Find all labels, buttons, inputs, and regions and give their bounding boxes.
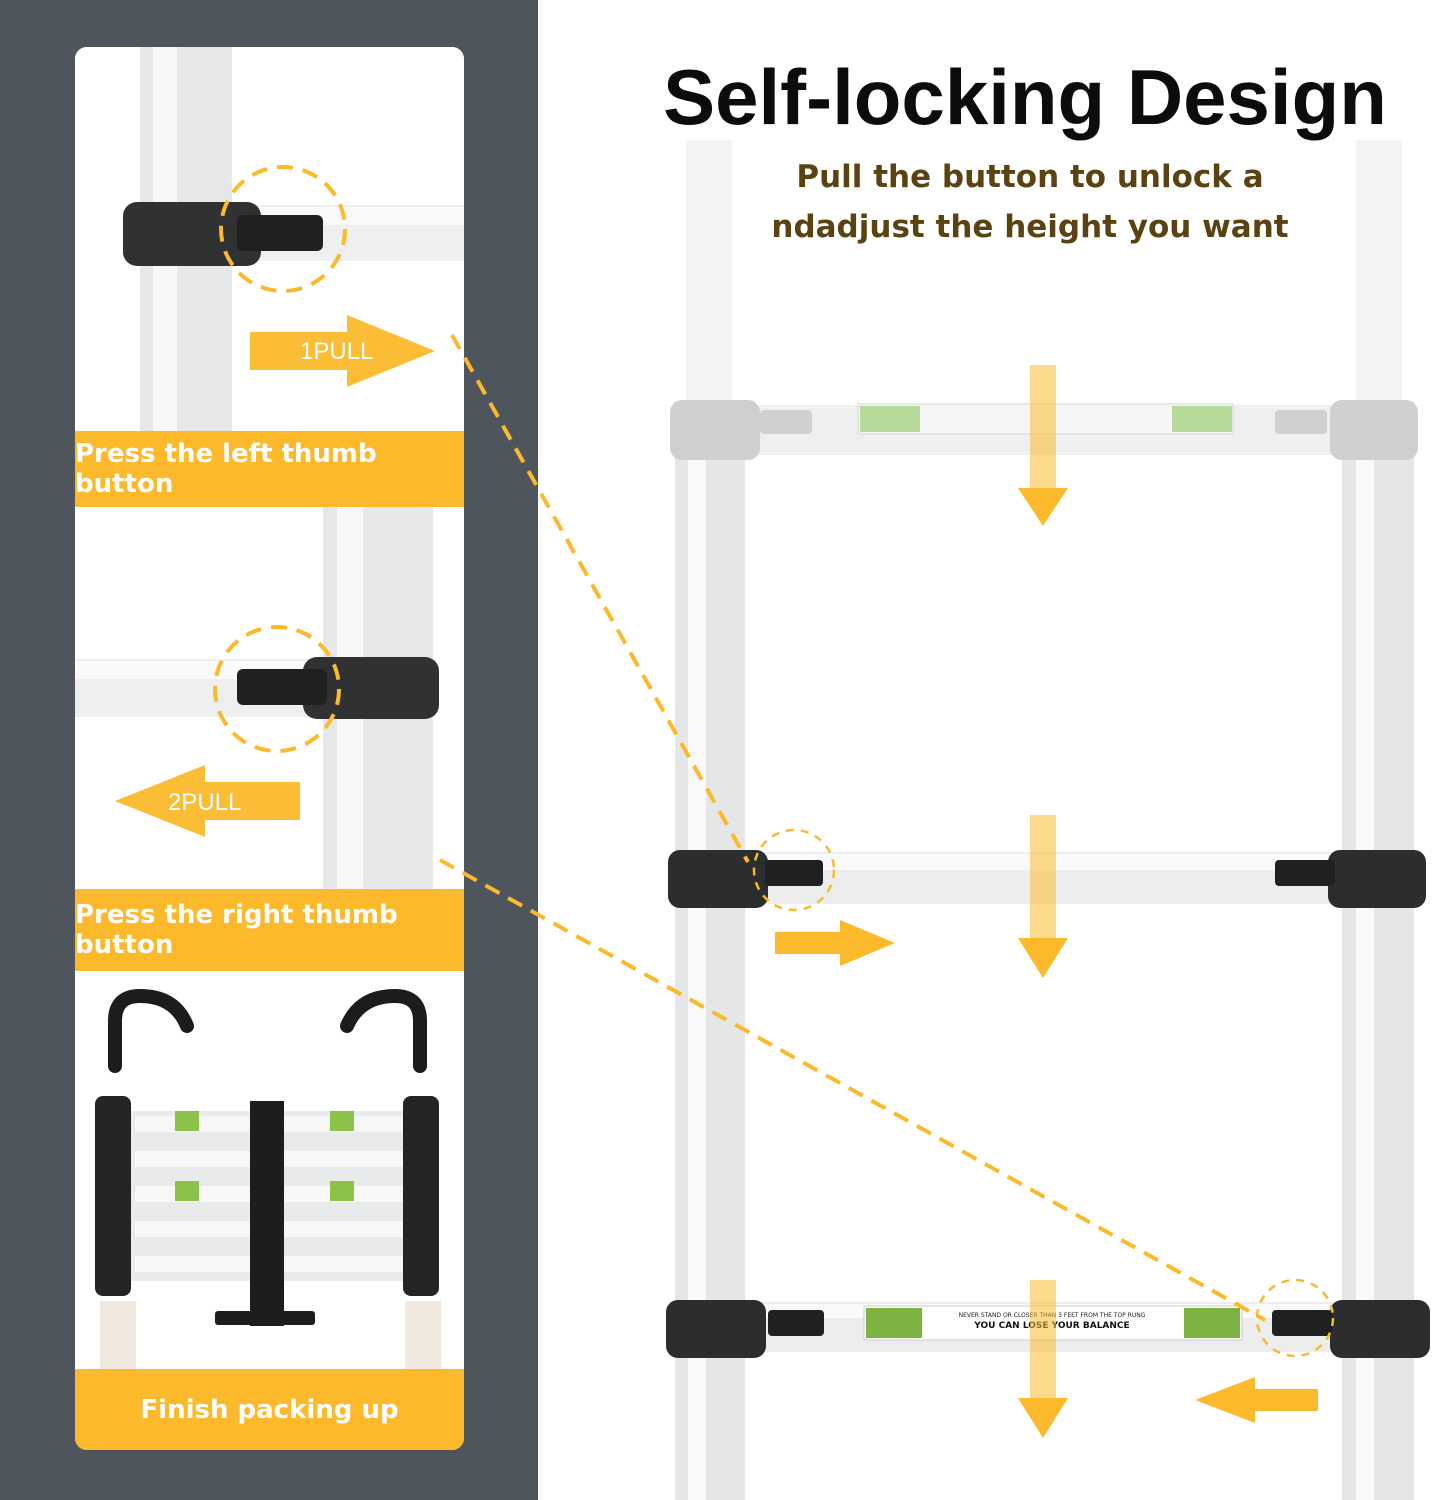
highlight-circle	[752, 828, 836, 912]
pull-arrow-right	[775, 920, 895, 966]
highlight-circle	[219, 165, 347, 293]
thumb-lock-collar-right	[1328, 850, 1426, 908]
pull-label-2: 2PULL	[168, 789, 242, 816]
highlight-circle	[213, 625, 341, 753]
down-arrow-middle	[1018, 815, 1068, 978]
thumb-button	[237, 215, 323, 251]
page-title: Self-locking Design	[663, 53, 1387, 141]
pull-arrow-right	[250, 315, 435, 387]
pull-arrow-left	[1195, 1377, 1318, 1423]
thumb-lock-collar	[123, 202, 261, 266]
thumb-button	[765, 860, 823, 886]
hook-left	[108, 988, 194, 1073]
connector-line-1	[450, 334, 750, 863]
step1-image: 1PULL	[75, 47, 464, 431]
step2-image: 2PULL	[75, 507, 464, 889]
thumb-button	[237, 669, 327, 705]
thumb-lock-collar-left	[666, 1300, 766, 1358]
thumb-button	[1275, 860, 1335, 886]
step2-caption: Press the right thumb button	[75, 889, 464, 971]
hook-right	[340, 988, 427, 1073]
down-arrow-bottom	[1018, 1280, 1068, 1438]
page-subtitle: Pull the button to unlock a ndadjust the…	[771, 159, 1289, 245]
thumb-lock-collar-left	[668, 850, 768, 908]
folded-ladder	[95, 1096, 441, 1369]
highlight-circle	[1255, 1278, 1335, 1358]
step3-image	[75, 971, 464, 1369]
thumb-lock-collar-right	[1330, 1300, 1430, 1358]
down-arrow-top	[1018, 365, 1068, 526]
step1-caption: Press the left thumb button	[75, 431, 464, 507]
connector-line-2	[439, 858, 1266, 1322]
pull-label-1: 1PULL	[300, 338, 374, 365]
step3-caption: Finish packing up	[75, 1369, 464, 1450]
pull-arrow-left	[115, 765, 300, 837]
steps-card: 1PULL Press the left thumb button 2PULL …	[75, 47, 464, 1450]
